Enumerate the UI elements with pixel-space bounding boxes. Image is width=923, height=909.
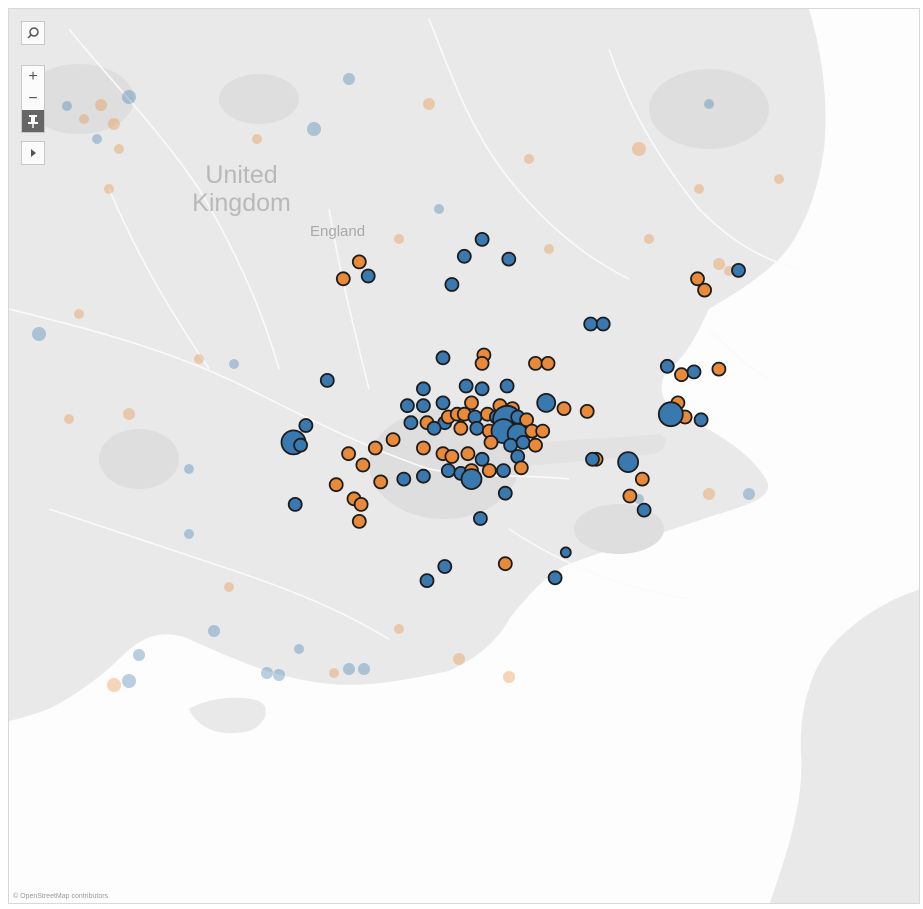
- map-marker-blue-8[interactable]: [731, 262, 746, 278]
- map-marker-blue-102[interactable]: [547, 570, 563, 586]
- map-marker-orange-87[interactable]: [373, 474, 389, 490]
- zoom-in-button[interactable]: +: [28, 68, 38, 85]
- map-marker-blue-19[interactable]: [686, 364, 702, 380]
- map-marker-blue-38[interactable]: [693, 412, 709, 428]
- map-marker-blue-29[interactable]: [435, 395, 451, 411]
- map-marker-blue-80[interactable]: [440, 463, 456, 479]
- map-marker-orange-34[interactable]: [556, 401, 572, 417]
- zoom-out-button[interactable]: −: [28, 90, 38, 107]
- map-marker-blue-1[interactable]: [474, 231, 490, 247]
- map-marker-blue-98[interactable]: [472, 511, 488, 526]
- map-marker-orange-75[interactable]: [355, 457, 371, 473]
- region-label: England: [310, 223, 366, 240]
- map-marker-blue-92[interactable]: [287, 496, 303, 512]
- map-marker-orange-93[interactable]: [351, 514, 367, 529]
- search-toolbar: [21, 21, 45, 45]
- map-marker-blue-22[interactable]: [415, 381, 431, 397]
- map-marker-orange-67[interactable]: [415, 440, 431, 456]
- faint-background-markers: [32, 73, 784, 692]
- land-isle-of-wight: [189, 697, 266, 734]
- map-marker-blue-28[interactable]: [415, 398, 431, 414]
- map-marker-blue-79[interactable]: [415, 468, 431, 484]
- map-marker-blue-78[interactable]: [617, 451, 639, 474]
- map-marker-blue-3[interactable]: [501, 251, 517, 267]
- map-marker-blue-103[interactable]: [419, 573, 435, 588]
- map-marker-blue-86[interactable]: [460, 468, 483, 491]
- map-marker-orange-16[interactable]: [540, 355, 556, 371]
- map-marker-blue-33[interactable]: [536, 392, 557, 413]
- map-marker-orange-73[interactable]: [367, 440, 383, 456]
- country-label: United Kingdom: [179, 161, 304, 217]
- map-marker-orange-18[interactable]: [674, 367, 689, 383]
- map-marker-blue-84[interactable]: [496, 463, 511, 479]
- map-marker-blue-6[interactable]: [444, 277, 460, 292]
- zoom-toolbar: + −: [21, 65, 45, 133]
- map-canvas[interactable]: [9, 9, 920, 904]
- map-marker-orange-85[interactable]: [513, 460, 529, 476]
- map-marker-blue-39[interactable]: [298, 418, 314, 433]
- map-marker-orange-65[interactable]: [528, 437, 543, 453]
- map-marker-blue-97[interactable]: [636, 502, 652, 518]
- map-marker-orange-74[interactable]: [341, 446, 357, 462]
- map-marker-orange-35[interactable]: [579, 403, 595, 419]
- search-icon[interactable]: [22, 22, 44, 44]
- map-marker-blue-12[interactable]: [435, 350, 451, 366]
- map-marker-orange-20[interactable]: [711, 361, 727, 377]
- map-marker-orange-15[interactable]: [528, 355, 543, 371]
- map-marker-blue-23[interactable]: [458, 378, 474, 394]
- map-view[interactable]: United Kingdom England © OpenStreetMap c…: [8, 8, 920, 904]
- map-marker-blue-17[interactable]: [659, 358, 675, 374]
- land-france: [769, 589, 919, 903]
- map-marker-orange-96[interactable]: [622, 488, 638, 504]
- map-marker-blue-99[interactable]: [437, 559, 453, 574]
- map-marker-blue-42[interactable]: [403, 415, 419, 431]
- map-marker-orange-7[interactable]: [697, 282, 712, 298]
- map-marker-orange-4[interactable]: [335, 271, 351, 287]
- map-marker-blue-11[interactable]: [595, 316, 611, 332]
- map-marker-orange-14[interactable]: [474, 355, 490, 371]
- map-marker-blue-94[interactable]: [497, 485, 513, 501]
- map-marker-orange-83[interactable]: [481, 463, 497, 479]
- map-marker-blue-54[interactable]: [426, 420, 442, 436]
- map-marker-blue-2[interactable]: [456, 248, 472, 264]
- map-marker-orange-91[interactable]: [353, 496, 369, 512]
- map-marker-blue-24[interactable]: [474, 381, 490, 397]
- map-marker-orange-69[interactable]: [444, 449, 460, 464]
- data-markers[interactable]: [280, 231, 746, 588]
- map-marker-orange-89[interactable]: [328, 477, 344, 493]
- map-marker-blue-64[interactable]: [515, 434, 531, 450]
- map-marker-blue-56[interactable]: [469, 420, 485, 436]
- map-marker-blue-10[interactable]: [583, 316, 599, 332]
- map-marker-blue-88[interactable]: [396, 471, 412, 487]
- map-marker-blue-25[interactable]: [499, 378, 515, 394]
- map-marker-blue-37[interactable]: [657, 401, 684, 428]
- map-marker-orange-0[interactable]: [351, 254, 367, 270]
- map-marker-orange-62[interactable]: [483, 434, 499, 450]
- map-marker-blue-5[interactable]: [360, 268, 376, 284]
- map-marker-blue-21[interactable]: [319, 372, 335, 388]
- map-marker-blue-71[interactable]: [474, 451, 490, 467]
- play-toolbar: [21, 141, 45, 165]
- map-marker-orange-55[interactable]: [453, 420, 469, 436]
- map-marker-orange-70[interactable]: [460, 446, 476, 462]
- map-marker-orange-9[interactable]: [690, 271, 705, 287]
- play-icon[interactable]: [22, 142, 44, 164]
- map-attribution: © OpenStreetMap contributors: [13, 893, 109, 900]
- map-marker-orange-61[interactable]: [535, 423, 551, 439]
- map-marker-blue-27[interactable]: [399, 398, 415, 414]
- pin-icon[interactable]: [22, 110, 44, 132]
- map-marker-orange-30[interactable]: [464, 395, 479, 411]
- map-marker-orange-100[interactable]: [497, 556, 513, 572]
- urban-patches: [24, 64, 769, 554]
- map-marker-blue-77[interactable]: [585, 451, 600, 467]
- map-marker-orange-95[interactable]: [634, 471, 650, 487]
- map-marker-orange-66[interactable]: [385, 432, 401, 448]
- map-marker-blue-101[interactable]: [559, 546, 572, 559]
- map-marker-blue-41[interactable]: [293, 437, 309, 453]
- country-label-line2: Kingdom: [192, 189, 291, 217]
- thames-estuary: [489, 434, 666, 469]
- country-label-line1: United: [205, 161, 278, 189]
